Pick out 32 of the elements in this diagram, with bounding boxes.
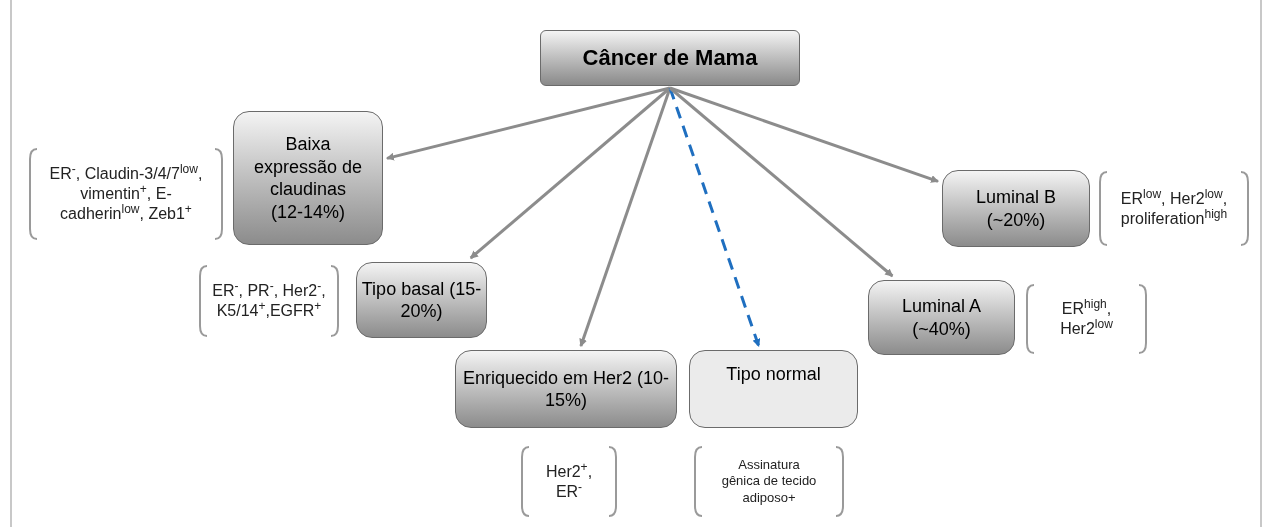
box-label: Baixa expressão de claudinas (12-14%) bbox=[252, 133, 364, 223]
bracket-note bbox=[1025, 283, 1148, 355]
bracket-note bbox=[198, 264, 340, 338]
box-label: Luminal B (~20%) bbox=[974, 186, 1057, 231]
marker-text: Assinatura gênica de tecido adiposo+ bbox=[720, 457, 818, 506]
arrow bbox=[669, 86, 939, 183]
box-label: Enriquecido em Her2 (10-15%) bbox=[461, 366, 671, 412]
arrow bbox=[669, 86, 894, 278]
marker-text: ER$^{high}$, Her2$^{low}$ bbox=[1059, 299, 1114, 339]
marker-text: ER$^{-}$, Claudin-3/4/7$^{low}$, vimentin$^{+}$, E-cadherin$^{low}$, Zeb1$^{+}$ bbox=[48, 164, 204, 224]
arrow bbox=[469, 86, 671, 260]
subtype-box bbox=[356, 262, 487, 338]
subtype-box bbox=[233, 111, 383, 245]
subtype-box bbox=[868, 280, 1015, 355]
bracket-note bbox=[28, 147, 224, 241]
arrow bbox=[579, 87, 672, 347]
subtype-box bbox=[689, 350, 858, 428]
box-label: Luminal A (~40%) bbox=[900, 295, 983, 340]
marker-text: ER$^{low}$, Her2$^{low}$, proliferation$^{high}$ bbox=[1119, 188, 1229, 229]
marker-text: ER$^{-}$, PR$^{-}$, Her2$^{-}$, K5/14$^{+}$,EGFR$^{+}$ bbox=[211, 281, 327, 321]
marker-text: Her2$^{+}$, ER$^{-}$ bbox=[544, 461, 594, 502]
box-label: Câncer de Mama bbox=[581, 44, 759, 72]
bracket-note bbox=[1098, 170, 1250, 247]
subtype-box bbox=[942, 170, 1090, 247]
arrow bbox=[668, 87, 761, 347]
bracket-note bbox=[520, 445, 618, 518]
title-box bbox=[540, 30, 800, 86]
subtype-box bbox=[455, 350, 677, 428]
bracket-note bbox=[693, 445, 845, 518]
arrow bbox=[386, 86, 671, 161]
box-label: Tipo normal bbox=[725, 363, 822, 386]
box-label: Tipo basal (15-20%) bbox=[360, 277, 483, 323]
